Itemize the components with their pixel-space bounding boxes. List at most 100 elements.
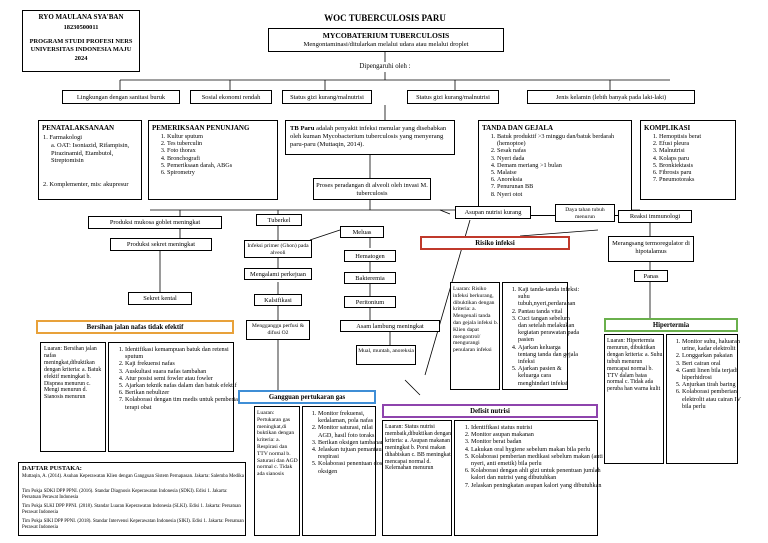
defisit-luaran: Luaran: Status nutrisi membaik,dibuktika… xyxy=(385,424,452,472)
author-nim: 18230500011 xyxy=(63,24,99,31)
reference-item: Tim Pokja SDKI DPP PPNI. (2016). Standar… xyxy=(22,489,228,500)
produksi-mukosa-box: Produksi mukosa goblet meningkat xyxy=(88,216,222,229)
author-name: RYO MAULANA SYA'BAN xyxy=(38,13,124,21)
defisit-intervention: Kolaborasi dengan ahli gizi untuk penent… xyxy=(471,467,609,481)
komplikasi-item: Pneumotoraks xyxy=(659,176,749,183)
hipertermia-intervention: Kolaborasi pemberian elektrolit atau cai… xyxy=(682,388,750,410)
risiko-intervention: Ajarkan pasien & keluarga cara menghinda… xyxy=(518,365,580,387)
tanda-gejala-item: Anoreksia xyxy=(497,176,643,183)
pemeriksaan-item: Bronchografi xyxy=(167,155,289,162)
defisit-title: Defisit nutrisi xyxy=(470,408,510,415)
defisit-luaran-box: Luaran: Status nutrisi membaik,dibuktika… xyxy=(382,420,452,536)
penatalaksanaan-item-2: 2. Komplementer, mis: akupresur xyxy=(43,181,129,188)
panas-box: Panas xyxy=(634,270,668,282)
factor-nutrition-2: Status gizi kurang/malnutrisi xyxy=(407,90,499,104)
defisit-intervention: Monitor asupan makanan xyxy=(471,431,609,438)
tanda-gejala-item: Malaise xyxy=(497,169,643,176)
bersihan-luaran-box: Luaran: Bersihan jalan nafas meningkat,d… xyxy=(40,342,106,452)
mual-muntah-box: Mual, muntah, anoreksia xyxy=(356,345,416,365)
influenced-by-label: Dipengaruhi oleh : xyxy=(359,63,411,70)
bersihan-title: Bersihan jalan nafas tidak efektif xyxy=(86,324,184,331)
hipertermia-intervensi-box: Monitor suhu, haluaran urine, kadar elek… xyxy=(666,334,741,464)
risiko-luaran-box: Luaran: Risiko infeksi berkurang, dibukt… xyxy=(450,282,500,390)
hipertermia-title: Hipertermia xyxy=(652,322,690,329)
risiko-title: Risiko infeksi xyxy=(475,240,515,247)
gangguan-intervention: Kolaborasi penentuan dosis oksigen xyxy=(318,460,388,474)
pemeriksaan-box: PEMERIKSAAN PENUNJANG Kultur sputum Tes … xyxy=(148,120,278,200)
penatalaksanaan-item-1: 1. Farmakologi xyxy=(43,134,83,141)
gangguan-intervention: Monitor saturasi, nilai AGD, hasil foto … xyxy=(318,424,388,438)
definition-box: TB Paru adalah penyakit infeksi menular … xyxy=(285,120,455,155)
komplikasi-box: KOMPLIKASI Hemoptisis berat Efusi pleura… xyxy=(640,120,736,200)
tanda-gejala-item: Nyeri otot xyxy=(497,191,643,198)
produksi-sekret-box: Produksi sekret meningkat xyxy=(110,238,212,251)
risiko-luaran: Luaran: Risiko infeksi berkurang, dibukt… xyxy=(453,286,499,354)
defisit-intervention: Kolaborasi pemberian medikasi sebelum ma… xyxy=(471,453,609,467)
factor-socioeconomic: Sosial ekonomi rendah xyxy=(190,90,272,104)
factor-nutrition-1: Status gizi kurang/malnutrisi xyxy=(282,90,372,104)
mycobacterium-subtitle: Mengontaminasi/ditularkan melalui udara … xyxy=(303,41,469,48)
infeksi-primer-box: Infeksi primer (Ghon) pada alveoli xyxy=(244,240,312,258)
tanda-gejala-box: TANDA DAN GEJALA Batuk produktif >3 ming… xyxy=(478,120,632,216)
daya-tahan-box: Daya tahan tubuh menurun xyxy=(555,204,615,222)
gangguan-luaran: Luaran: Pertukaran gas meningkat,di bukt… xyxy=(257,410,298,478)
bersihan-title-box: Bersihan jalan nafas tidak efektif xyxy=(36,320,234,334)
hipertermia-intervention: Ganti linen bila terjadi hiperhidrosi xyxy=(682,367,750,381)
komplikasi-title: KOMPLIKASI xyxy=(644,124,691,132)
reference-item: Muttaqin, A. (2014). Asuhan Keperawatan … xyxy=(22,474,244,479)
hipertermia-intervention: Monitor suhu, haluaran urine, kadar elek… xyxy=(682,338,750,352)
reference-item: Tim Pokja SLKI DPP PPNI. (2018). Standar… xyxy=(22,504,241,515)
defisit-title-box: Defisit nutrisi xyxy=(382,404,598,418)
risiko-intervention: Kaji tanda-tanda infeksi: suhu tubuh,nye… xyxy=(518,286,580,308)
hipertermia-luaran: Luaran: Hipertermia menurun, dibuktikan … xyxy=(607,338,663,393)
komplikasi-item: Kolaps paru xyxy=(659,155,749,162)
gangguan-title: Gangguan pertukaran gas xyxy=(268,394,346,401)
defisit-intervensi-box: Identifikasi status nutrisi Monitor asup… xyxy=(454,420,603,536)
reaksi-imun-box: Reaksi immunologi xyxy=(618,210,692,223)
hipertermia-intervention: Anjurkan tirah baring xyxy=(682,381,750,388)
author-info-box: RYO MAULANA SYA'BAN 18230500011 PROGRAM … xyxy=(22,10,140,72)
tanda-gejala-item: Penurunan BB xyxy=(497,183,643,190)
defisit-intervention: Lakukan oral hygiene sebelum makan bila … xyxy=(471,446,609,453)
risiko-intervensi-box: Kaji tanda-tanda infeksi: suhu tubuh,nye… xyxy=(502,282,579,390)
page-title: WOC TUBERCULOSIS PARU xyxy=(324,13,446,23)
defisit-intervention: Monitor berat badan xyxy=(471,438,609,445)
reference-item: Tim Pokja SIKI DPP PPNI. (2018). Standar… xyxy=(22,519,244,530)
sekret-kental-box: Sekret kental xyxy=(128,292,192,305)
asam-lambung-box: Asam lambung meningkat xyxy=(340,320,440,332)
references-title: DAFTAR PUSTAKA: xyxy=(22,465,82,472)
tanda-gejala-item: Batuk produktif >3 minggu dan/batuk berd… xyxy=(497,133,643,147)
gangguan-title-box: Gangguan pertukaran gas xyxy=(238,390,376,404)
bersihan-intervention: Kolaborasi dengan tim medis untuk pember… xyxy=(125,396,245,410)
bersihan-intervention: Auskultasi suara nafas tambahan xyxy=(125,368,245,375)
komplikasi-item: Malnutrisi xyxy=(659,147,749,154)
kalsifikasi-box: Kalsifikasi xyxy=(254,294,302,306)
bersihan-intervention: Berikan nebulizer xyxy=(125,389,245,396)
gangguan-luaran-box: Luaran: Pertukaran gas meningkat,di bukt… xyxy=(254,406,300,536)
penatalaksanaan-title: PENATALAKSANAAN xyxy=(42,124,115,132)
komplikasi-item: Hemoptisis berat xyxy=(659,133,749,140)
risiko-intervention: Cuci tangan sebelum dan setelah melakuka… xyxy=(518,315,580,344)
mycobacterium-box: MYCOBATERIUM TUBERCULOSIS Mengontaminasi… xyxy=(268,28,504,52)
risiko-title-box: Risiko infeksi xyxy=(420,236,570,250)
gangguan-intervention: Monitor frekuensi, kedalaman, pola nafas xyxy=(318,410,388,424)
factor-gender: Jenis kelamin (lebih banyak pada laki-la… xyxy=(527,90,695,104)
definition-text: TB Paru adalah penyakit infeksi menular … xyxy=(290,125,447,148)
pemeriksaan-item: Kultur sputum xyxy=(167,133,289,140)
hipertermia-luaran-box: Luaran: Hipertermia menurun, dibuktikan … xyxy=(604,334,664,464)
proses-text: Proses peradangan di alveoli oleh invasi… xyxy=(316,182,428,197)
tanda-gejala-item: Sesak nafas xyxy=(497,147,643,154)
asupan-nutrisi-box: Asupan nutrisi kurang xyxy=(455,206,531,219)
risiko-intervention: Ajarkan keluarga tentang tanda dan gejal… xyxy=(518,344,580,366)
merangsang-box: Merangsang termoregulator di hipotalamus xyxy=(608,236,694,262)
proses-box: Proses peradangan di alveoli oleh invasi… xyxy=(313,178,431,200)
meluas-box: Meluas xyxy=(340,226,384,238)
penatalaksanaan-item-1a: a. OAT: Isoniazid, Rifampisin, Pirazinam… xyxy=(51,142,130,165)
komplikasi-item: Efusi pleura xyxy=(659,140,749,147)
hipertermia-intervention: Beri cairan oral xyxy=(682,360,750,367)
factor-sanitation: Lingkungan dengan sanitasi buruk xyxy=(62,90,180,104)
hematogen-box: Hematogen xyxy=(344,250,396,262)
bersihan-intervensi-box: Identifikasi kemampuan batuk dan retensi… xyxy=(108,342,241,452)
tuberkel-box: Tuberkel xyxy=(256,214,302,226)
pemeriksaan-item: Pemeriksaan darah, ABGs xyxy=(167,162,289,169)
